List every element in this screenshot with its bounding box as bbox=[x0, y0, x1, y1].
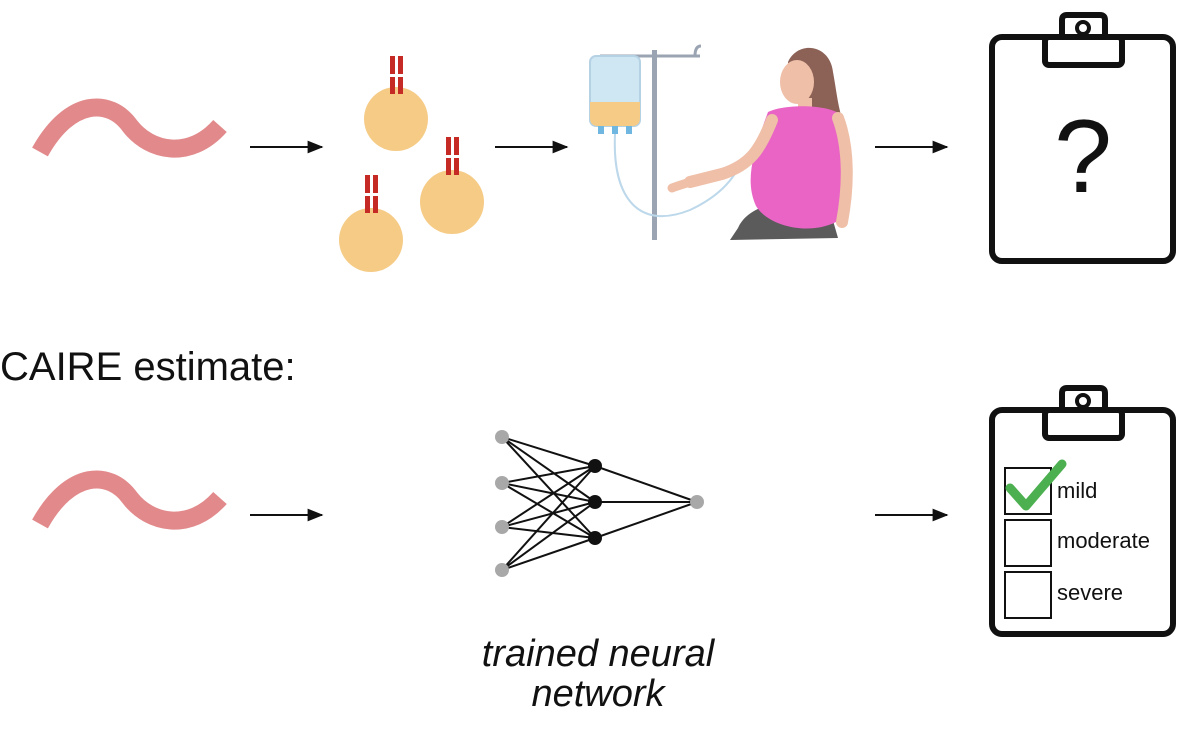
nn-input-node bbox=[495, 476, 509, 490]
severity-option-moderate: moderate bbox=[1004, 519, 1150, 567]
antibody-cells-icon bbox=[339, 56, 484, 272]
top-sequence-wave bbox=[32, 98, 227, 158]
caire-estimate-label: CAIRE estimate: bbox=[0, 345, 296, 389]
clipboard-question-mark: ? bbox=[1054, 99, 1112, 215]
nn-edge bbox=[501, 465, 596, 571]
nn-edge bbox=[501, 537, 596, 571]
nn-hidden-node bbox=[588, 531, 602, 545]
neural-network-graph bbox=[495, 430, 704, 577]
severity-clipboard-icon: mild moderate severe bbox=[989, 385, 1176, 637]
top-clipboard-icon: ? bbox=[989, 12, 1176, 264]
nn-edge bbox=[501, 436, 596, 539]
severity-label-moderate: moderate bbox=[1057, 528, 1150, 553]
neural-network-label-line2: network bbox=[531, 673, 666, 715]
nn-input-node bbox=[495, 563, 509, 577]
neural-network-label-line1: trained neural bbox=[482, 633, 716, 675]
bottom-sequence-wave bbox=[32, 470, 227, 530]
nn-edge bbox=[501, 465, 596, 484]
iv-infusion-patient-icon bbox=[589, 44, 853, 240]
severity-option-mild: mild bbox=[1004, 459, 1097, 515]
nn-edge bbox=[501, 436, 596, 467]
nn-input-node bbox=[495, 430, 509, 444]
nn-edge bbox=[594, 465, 698, 503]
nn-edge bbox=[594, 501, 698, 539]
nn-edge bbox=[501, 465, 596, 528]
nn-output-node bbox=[690, 495, 704, 509]
nn-edge bbox=[501, 501, 596, 528]
checkbox-moderate bbox=[1004, 519, 1052, 567]
nn-edge bbox=[501, 482, 596, 539]
nn-hidden-node bbox=[588, 495, 602, 509]
severity-label-severe: severe bbox=[1057, 580, 1123, 605]
nn-edge bbox=[501, 482, 596, 503]
nn-edge bbox=[501, 526, 596, 539]
nn-input-node bbox=[495, 520, 509, 534]
checkmark-icon bbox=[1005, 459, 1067, 511]
severity-label-mild: mild bbox=[1057, 478, 1097, 503]
nn-hidden-node bbox=[588, 459, 602, 473]
nn-edge bbox=[501, 501, 596, 571]
severity-option-severe: severe bbox=[1004, 571, 1123, 619]
checkbox-severe bbox=[1004, 571, 1052, 619]
nn-edge bbox=[501, 436, 596, 503]
